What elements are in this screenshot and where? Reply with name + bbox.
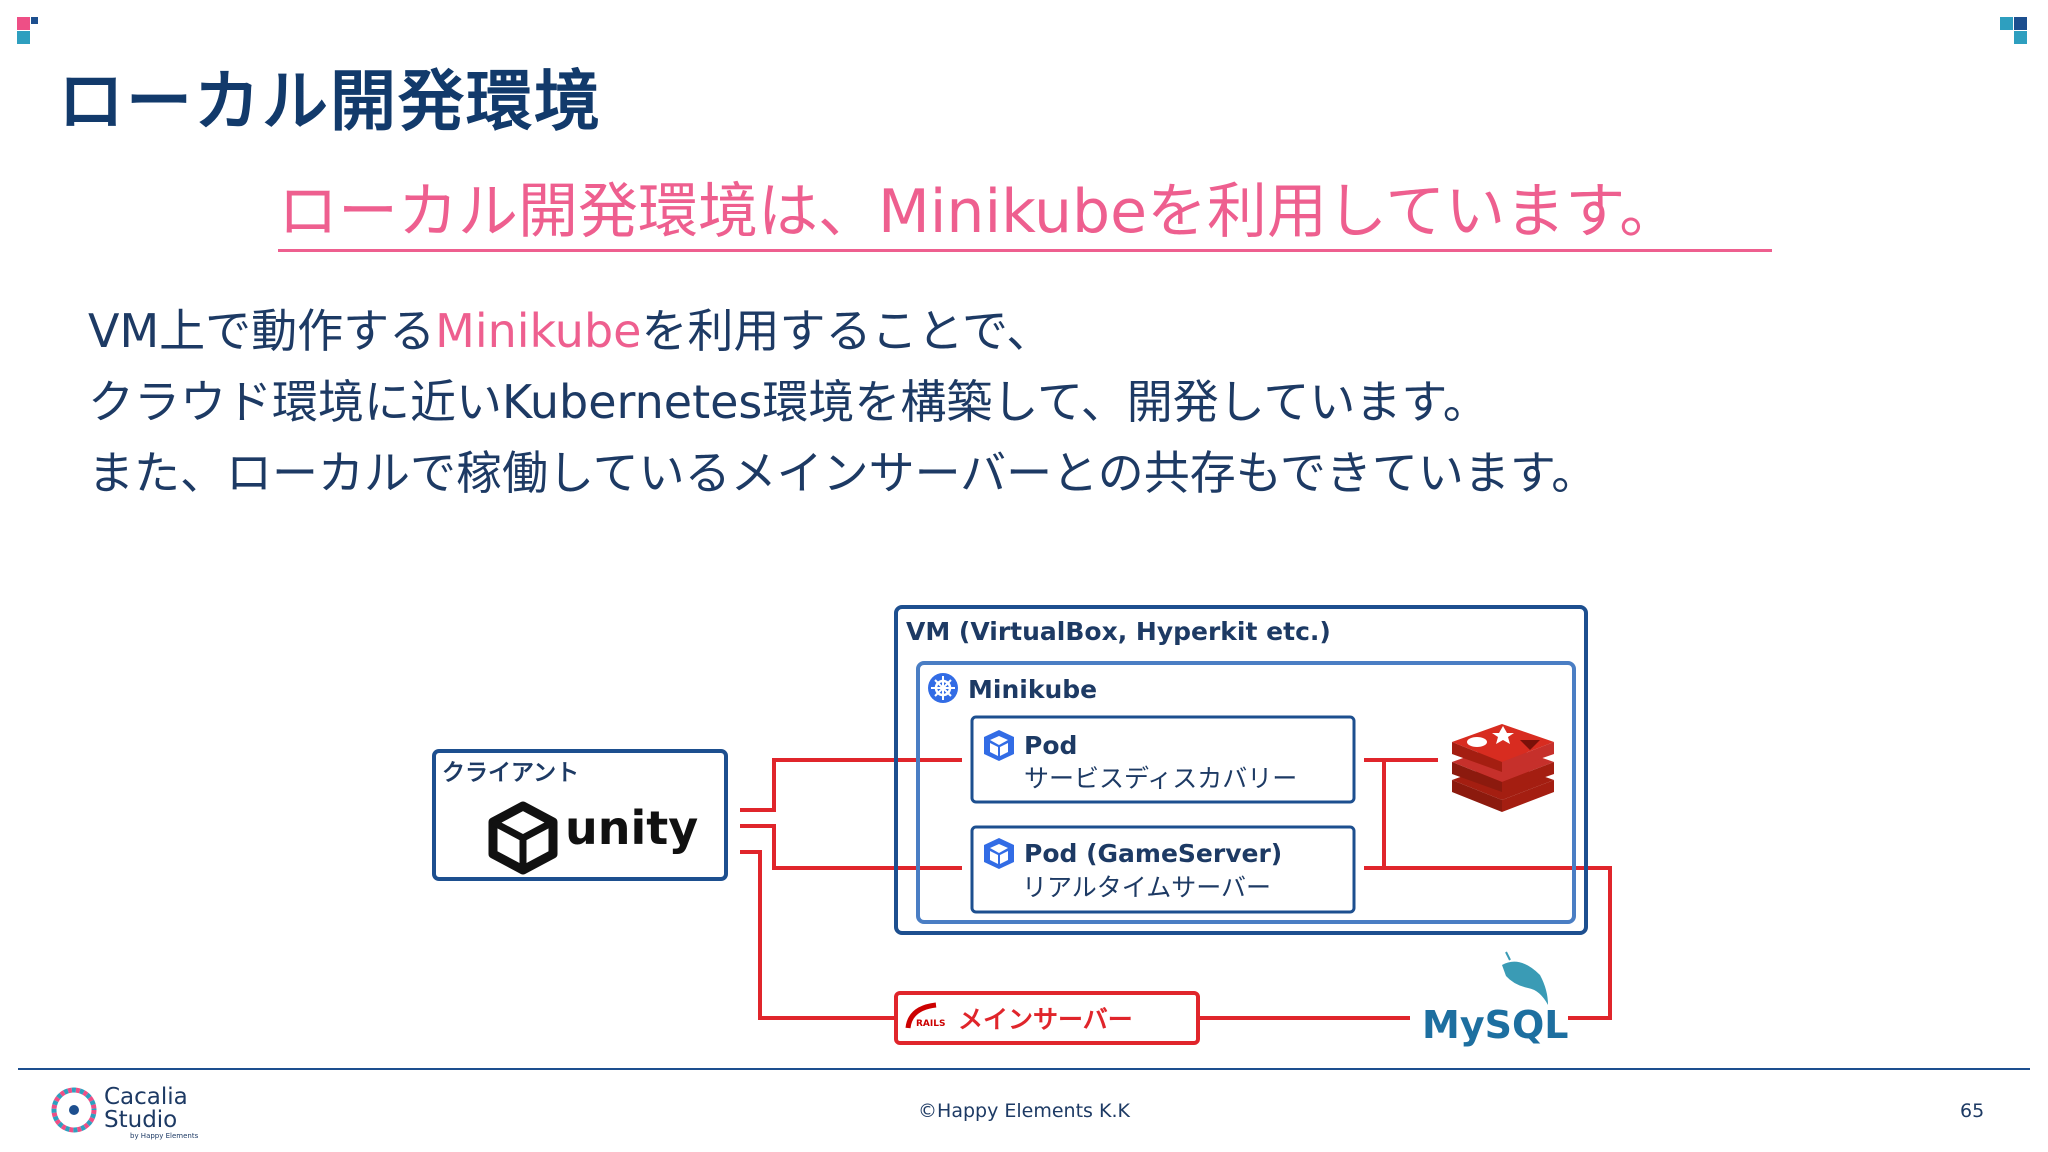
body-line-3: また、ローカルで稼働しているメインサーバーとの共存もできています。 [88,446,1598,500]
minikube-box [916,661,1576,924]
body-line-1-before: VM上で動作する [88,304,436,358]
cacalia-studio-logo-text: Cacalia Studio [104,1086,188,1132]
page-number: 65 [1960,1100,1985,1122]
client-box [432,749,728,881]
copyright: ©Happy Elements K.K [918,1100,1130,1122]
logo-tagline: by Happy Elements [130,1132,199,1140]
vm-label: VM (VirtualBox, Hyperkit etc.) [906,617,1331,646]
mysql-dolphin-icon [1502,951,1548,1005]
vm-box [894,605,1588,935]
main-server-label: メインサーバー [958,1005,1133,1034]
pod1-subtitle: サービスディスカバリー [1024,764,1297,793]
footer-divider [18,1068,2030,1070]
rails-logo-icon [905,1002,937,1029]
unity-logo-icon [488,801,558,875]
logo-line-2: Studio [104,1107,178,1133]
page-title: ローカル開発環境 [58,63,602,140]
pod1-title: Pod [1024,731,1077,760]
kubernetes-icon [928,673,958,703]
body-line-2: クラウド環境に近いKubernetes環境を構築して、開発しています。 [88,375,1489,429]
client-label: クライアント [442,760,579,786]
pod-cube-icon [984,838,1014,869]
pod2-title: Pod (GameServer) [1024,839,1282,868]
body-line-1-highlight: Minikube [435,304,642,358]
headline: ローカル開発環境は、Minikubeを利用しています。 [278,178,1772,252]
main-server-box [894,991,1200,1045]
corner-decoration-left [17,17,47,47]
rails-badge: RAILS [916,1019,945,1029]
cacalia-logo-icon [50,1086,98,1134]
connection-lines [740,758,1612,1020]
pod2-subtitle: リアルタイムサーバー [1022,873,1271,902]
unity-label: unity [565,801,698,855]
pod-cube-icon [984,730,1014,761]
minikube-label: Minikube [968,675,1097,704]
mysql-label: MySQL [1422,1003,1568,1047]
logo-line-1: Cacalia [104,1084,188,1110]
corner-decoration-right [2000,17,2030,47]
redis-icon [1452,724,1554,812]
pod-service-discovery-box [970,715,1356,804]
body-line-1: VM上で動作するMinikubeを利用することで、 [88,304,1052,359]
body-line-1-after: を利用することで、 [641,304,1053,358]
pod-gameserver-box [970,825,1356,914]
